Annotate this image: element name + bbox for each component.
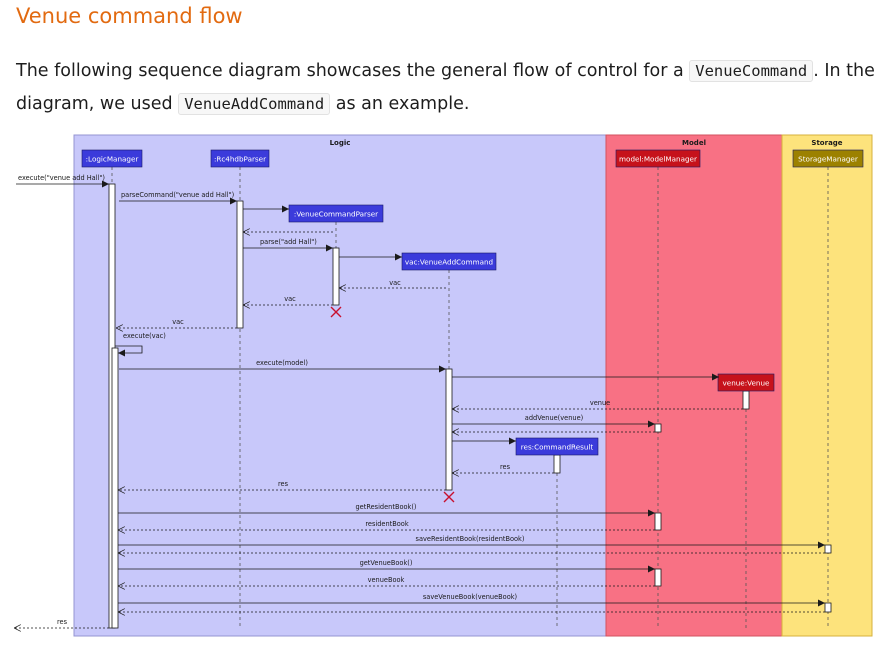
activation-mm <box>654 568 662 587</box>
message-24-label: venueBook <box>368 576 405 584</box>
message-1-label: execute("venue add Hall") <box>18 174 105 182</box>
message-18-label: res <box>278 480 289 488</box>
activation-venue <box>742 390 750 410</box>
participant-label-parser: :Rc4hdbParser <box>214 155 266 164</box>
group-box-label-storage: Storage <box>811 139 842 147</box>
intro-text-2: . In the diagram, we used <box>16 61 875 114</box>
participant-label-sm: StorageManager <box>798 155 858 164</box>
message-21-label: saveResidentBook(residentBook) <box>416 535 525 543</box>
activation-lm-nested <box>111 347 119 629</box>
group-box-label-model: Model <box>682 139 706 147</box>
activation-mm <box>654 512 662 531</box>
sequence-diagram: Logic Model Storage :LogicManager :Rc4hdbPar… <box>14 134 873 637</box>
message-2-label: parseCommand("venue add Hall") <box>121 191 234 199</box>
group-box-storage <box>781 134 873 637</box>
participant-label-vcp: :VenueCommandParser <box>294 210 378 219</box>
activation-sm <box>824 602 832 613</box>
activation-mm <box>654 423 662 433</box>
message-23-label: getVenueBook() <box>360 559 413 567</box>
participant-label-venue: venue:Venue <box>723 379 771 388</box>
destroy-mark-1 <box>330 306 342 318</box>
section-title: Venue command flow <box>16 4 243 28</box>
message-27-label: res <box>57 618 68 626</box>
message-5-label: parse("add Hall") <box>260 238 317 246</box>
message-11-label: execute(model) <box>256 359 308 367</box>
participant-sm <box>792 149 864 168</box>
message-14-label: addVenue(venue) <box>525 414 583 422</box>
activation-cr <box>553 454 561 474</box>
participant-parser <box>210 149 270 168</box>
participant-lm <box>81 149 143 168</box>
message-10 <box>115 345 143 357</box>
message-8-label: vac <box>284 295 296 303</box>
group-box-label-logic: Logic <box>330 139 351 147</box>
activation-vac <box>445 368 453 491</box>
message-17-label: res <box>500 463 511 471</box>
participant-vcp <box>288 204 384 223</box>
intro-text-3: as an example. <box>330 94 470 114</box>
participant-venue <box>717 373 775 392</box>
section-intro: The following sequence diagram showcases… <box>16 55 876 121</box>
code-venue-add-command: VenueAddCommand <box>178 93 331 115</box>
message-7-label: vac <box>389 279 401 287</box>
activation-parser <box>236 200 244 329</box>
code-venue-command: VenueCommand <box>689 60 814 82</box>
message-25-label: saveVenueBook(venueBook) <box>423 593 517 601</box>
message-13-label: venue <box>590 399 610 407</box>
message-9-label: vac <box>172 318 184 326</box>
participant-label-vac: vac:VenueAddCommand <box>405 258 493 267</box>
destroy-mark-2 <box>443 491 455 503</box>
intro-text-1: The following sequence diagram showcases… <box>16 61 690 81</box>
participant-label-mm: model:ModelManager <box>619 155 697 164</box>
participant-mm <box>615 149 701 168</box>
message-19-label: getResidentBook() <box>356 503 417 511</box>
participant-label-cr: res:CommandResult <box>521 443 594 452</box>
activation-vcp <box>332 247 340 306</box>
participant-label-lm: :LogicManager <box>86 155 139 164</box>
activation-sm <box>824 544 832 554</box>
message-10-label: execute(vac) <box>123 332 166 340</box>
participant-vac <box>401 252 497 271</box>
participant-cr <box>515 437 599 456</box>
message-20-label: residentBook <box>365 520 408 528</box>
